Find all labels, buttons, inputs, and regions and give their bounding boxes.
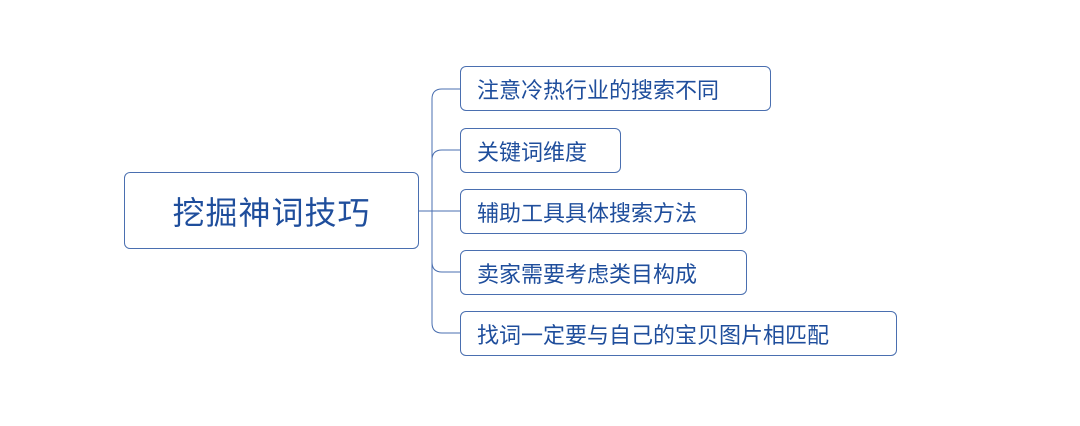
connector-branch-2: [431, 149, 460, 161]
branch-topic-2[interactable]: 关键词维度: [460, 128, 621, 173]
branch-topic-label: 卖家需要考虑类目构成: [477, 262, 698, 288]
branch-topic-1[interactable]: 注意冷热行业的搜索不同: [460, 66, 771, 111]
root-topic[interactable]: 挖掘神词技巧: [124, 172, 419, 249]
branch-topic-3[interactable]: 辅助工具具体搜索方法: [460, 189, 747, 234]
branch-topic-label: 找词一定要与自己的宝贝图片相匹配: [477, 323, 830, 349]
branch-topic-4[interactable]: 卖家需要考虑类目构成: [460, 250, 747, 295]
branch-topic-label: 注意冷热行业的搜索不同: [477, 78, 720, 104]
branch-topic-label: 辅助工具具体搜索方法: [477, 201, 698, 227]
root-topic-label: 挖掘神词技巧: [172, 193, 371, 232]
branch-topic-5[interactable]: 找词一定要与自己的宝贝图片相匹配: [460, 311, 897, 356]
connector-branch-4: [431, 261, 460, 273]
branch-topic-label: 关键词维度: [477, 140, 588, 166]
